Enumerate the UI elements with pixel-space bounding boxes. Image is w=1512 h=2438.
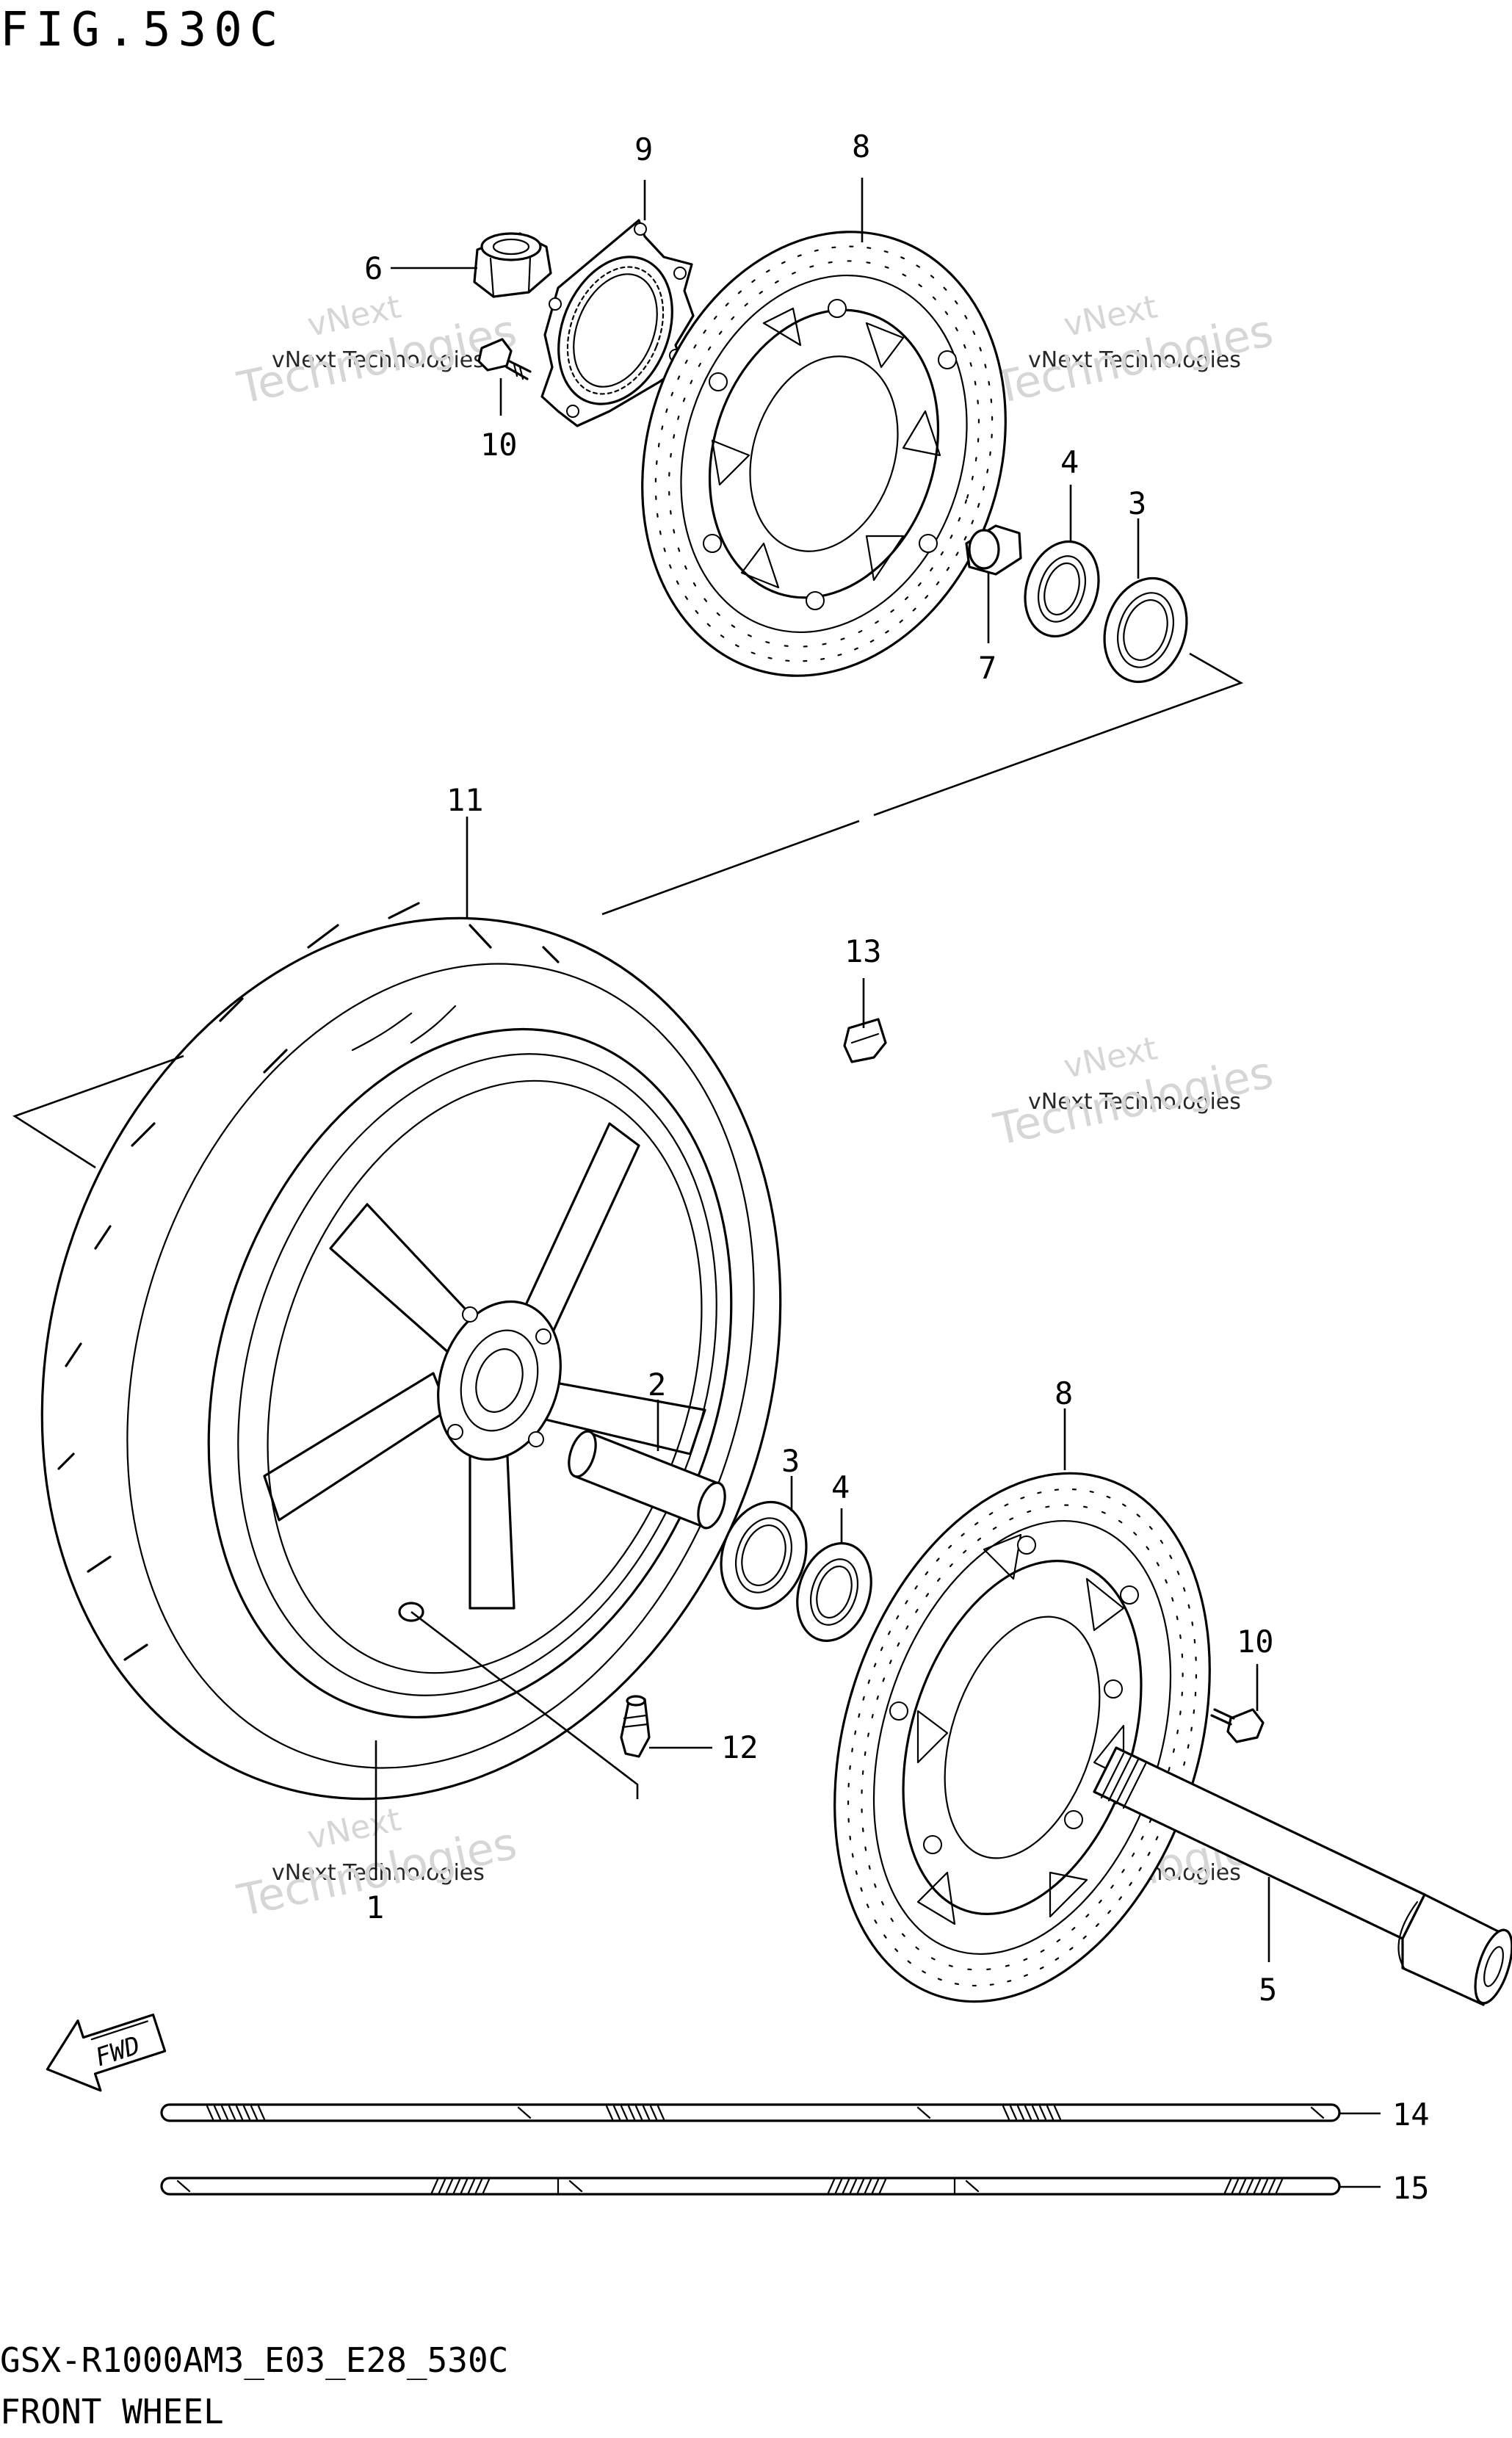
part-15-rim-tape[interactable] — [160, 2177, 1341, 2196]
part-12-valve[interactable] — [620, 1695, 651, 1758]
part-7-spacer[interactable] — [965, 524, 1022, 576]
part-10-bolt-lower[interactable] — [1210, 1708, 1265, 1743]
guide-line-left — [12, 1055, 184, 1169]
part-11-tire-and-wheel[interactable] — [0, 821, 892, 1895]
callout-labels: 6 9 8 10 4 3 7 11 13 2 3 4 8 10 12 1 5 1… — [364, 129, 1430, 2206]
model-code: GSX-R1000AM3_E03_E28_530C — [0, 2340, 508, 2380]
fwd-arrow-icon: FWD — [46, 2014, 167, 2092]
part-13-balance-weight[interactable] — [843, 1018, 887, 1063]
figure-caption: FRONT WHEEL — [0, 2392, 224, 2431]
callout-3-lower[interactable]: 3 — [781, 1443, 800, 1479]
guide-line-top — [601, 652, 1244, 916]
part-3-bearing-top[interactable] — [1091, 568, 1199, 692]
part-5-axle[interactable] — [1093, 1746, 1512, 2008]
part-9-sensor-ring[interactable] — [538, 219, 695, 427]
callout-8-top[interactable]: 8 — [852, 129, 870, 164]
part-4-seal-lower[interactable] — [785, 1533, 883, 1650]
callout-10-top[interactable]: 10 — [480, 427, 518, 463]
callout-8-lower[interactable]: 8 — [1055, 1375, 1073, 1411]
leader-lines — [375, 178, 1381, 2188]
callout-11[interactable]: 11 — [446, 782, 484, 818]
part-3-bearing-lower[interactable] — [708, 1491, 820, 1619]
part-8-brake-disc-top[interactable] — [587, 184, 1062, 723]
part-14-rim-tape[interactable] — [160, 2103, 1341, 2122]
callout-4-lower[interactable]: 4 — [831, 1469, 850, 1505]
guide-line-valve — [410, 1610, 639, 1799]
callout-9[interactable]: 9 — [634, 131, 653, 167]
callout-13[interactable]: 13 — [844, 933, 882, 969]
callout-14[interactable]: 14 — [1392, 2097, 1430, 2133]
svg-text:vNext Technologies: vNext Technologies — [272, 347, 485, 373]
callout-6[interactable]: 6 — [364, 250, 383, 286]
part-10-bolt-top[interactable] — [477, 338, 532, 380]
callout-12[interactable]: 12 — [721, 1729, 759, 1765]
callout-1[interactable]: 1 — [366, 1889, 384, 1925]
callout-15[interactable]: 15 — [1392, 2170, 1430, 2206]
callout-5[interactable]: 5 — [1259, 1972, 1277, 2008]
figure-title: FIG.530C — [0, 3, 285, 57]
svg-text:vNext Technologies: vNext Technologies — [1028, 347, 1241, 373]
callout-3-top[interactable]: 3 — [1128, 485, 1146, 521]
callout-4-top[interactable]: 4 — [1060, 444, 1079, 480]
part-6-collar[interactable] — [473, 232, 552, 298]
callout-10-lower[interactable]: 10 — [1237, 1624, 1274, 1660]
svg-text:vNext Technologies: vNext Technologies — [272, 1860, 485, 1886]
callout-7[interactable]: 7 — [978, 650, 996, 686]
part-4-seal-top[interactable] — [1013, 532, 1110, 645]
svg-text:vNext Technologies: vNext Technologies — [1028, 1089, 1241, 1115]
part-2-axle-spacer[interactable] — [564, 1428, 730, 1532]
part-8-brake-disc-lower[interactable] — [770, 1425, 1273, 2050]
callout-2[interactable]: 2 — [648, 1367, 666, 1403]
